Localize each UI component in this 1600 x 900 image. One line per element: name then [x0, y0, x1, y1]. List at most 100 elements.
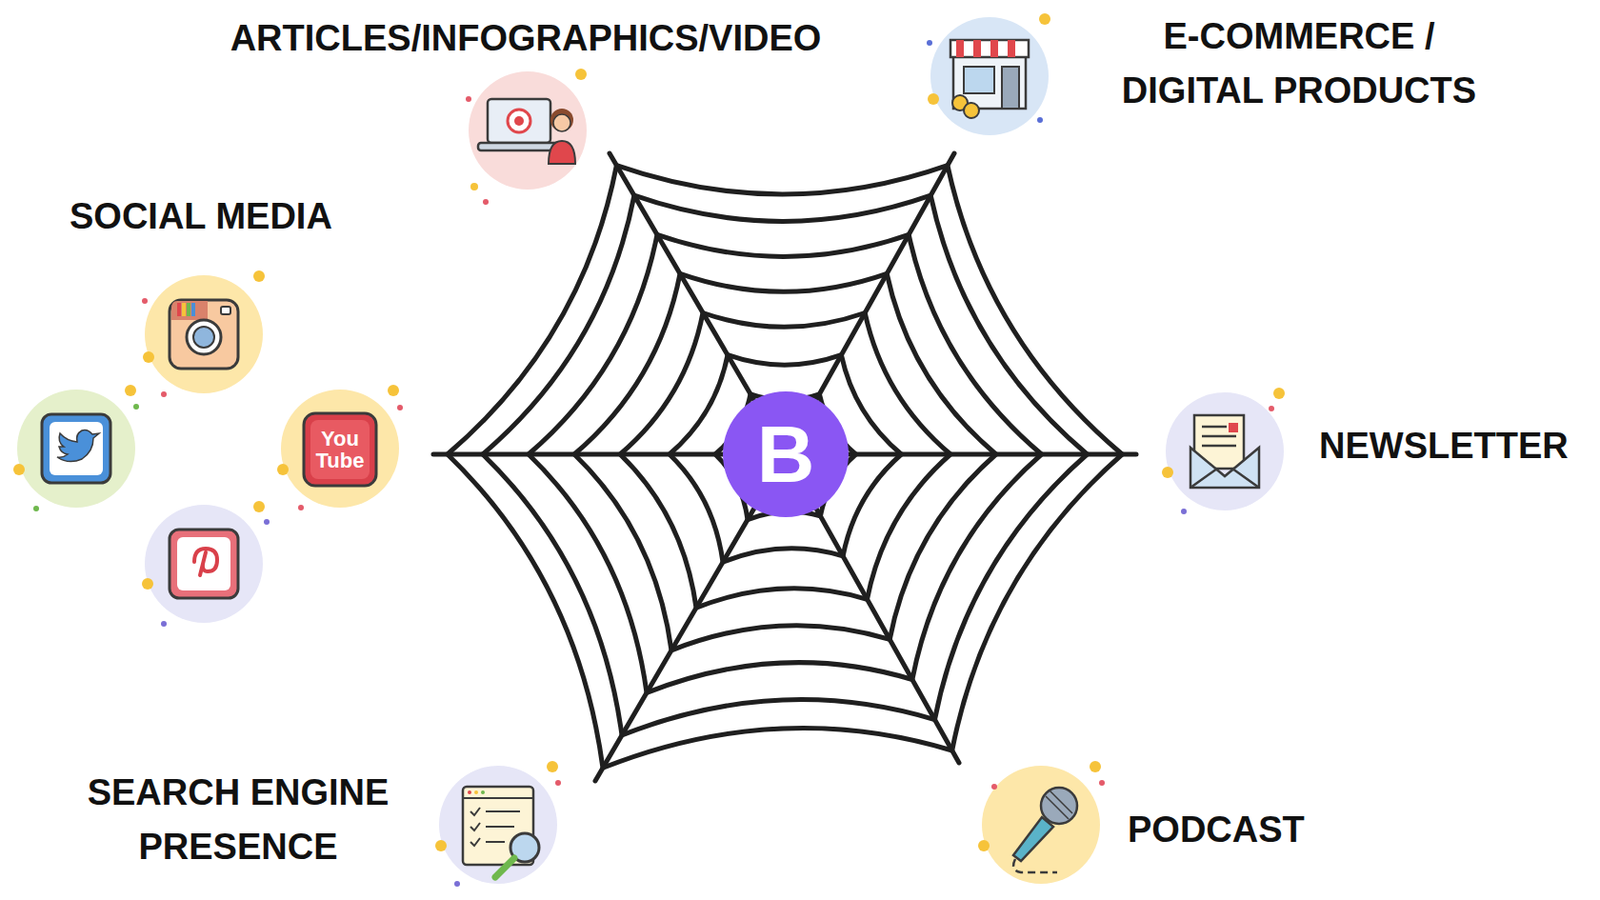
youtube-icon-part	[303, 413, 377, 486]
pinterest-icon-part	[169, 529, 239, 599]
instagram-icon-part	[160, 391, 167, 398]
instagram-icon-part	[253, 270, 265, 282]
twitter-icon	[13, 384, 140, 512]
newsletter-icon-part	[1273, 387, 1285, 400]
instagram-icon-part	[171, 300, 208, 320]
instagram-icon-part	[177, 302, 181, 317]
microphone-icon-part	[991, 783, 998, 790]
twitter-icon-part	[33, 505, 40, 512]
instagram-icon-part	[144, 275, 263, 394]
youtube-icon	[277, 384, 403, 511]
articles-icon-part	[550, 108, 574, 132]
articles-icon-part	[514, 116, 524, 126]
youtube-icon-part	[277, 463, 289, 476]
pinterest-icon-part	[263, 519, 270, 525]
search-icon-part	[435, 840, 447, 852]
category-label: PODCAST	[1127, 802, 1305, 858]
newsletter-icon-part	[1190, 447, 1260, 488]
newsletter-icon-part	[1180, 508, 1187, 515]
search-icon-part	[546, 760, 559, 773]
search-icon-part	[462, 797, 534, 800]
web-ring	[447, 165, 1123, 769]
newsletter-icon	[1161, 387, 1285, 515]
instagram-icon-part	[142, 351, 155, 363]
pinterest-icon-part	[194, 548, 218, 576]
shop-icon	[926, 13, 1051, 136]
articles-icon-part	[548, 140, 576, 164]
instagram-icon-part	[186, 302, 191, 317]
twitter-icon-part	[49, 421, 103, 476]
twitter-icon-part	[41, 414, 111, 483]
shop-icon-part	[1039, 13, 1051, 25]
microphone-icon-part	[981, 765, 1100, 884]
articles-icon	[465, 68, 587, 205]
shop-icon-part	[963, 102, 980, 119]
instagram-icon-part	[186, 320, 221, 355]
search-icon-part	[439, 765, 558, 884]
web-ring	[669, 355, 902, 563]
pinterest-icon-part	[253, 500, 265, 513]
shop-icon-part	[1037, 117, 1043, 123]
shop-icon-part	[927, 93, 940, 105]
brand-circle: B	[722, 391, 849, 518]
search-icon-part	[480, 790, 485, 795]
pinterest-icon-part	[160, 620, 167, 627]
microphone-icon-part	[978, 840, 990, 852]
instagram-icon-part	[169, 300, 239, 369]
shop-icon-part	[930, 17, 1049, 136]
articles-icon-part	[468, 71, 587, 190]
search-icon-part	[495, 858, 515, 878]
shop-icon-part	[1001, 66, 1020, 109]
logo-text: You Tube	[313, 427, 367, 472]
youtube-icon-part	[310, 420, 370, 480]
search-icon-part	[474, 790, 479, 795]
pinterest-icon-part	[144, 504, 263, 623]
search-icon-part	[555, 780, 561, 786]
category-label: ARTICLES/INFOGRAPHICS/VIDEO	[230, 11, 822, 66]
microphone-icon-part	[1099, 780, 1105, 786]
microphone-icon-part	[1013, 859, 1058, 873]
twitter-icon-part	[133, 403, 140, 410]
microphone-icon	[978, 760, 1105, 884]
shop-icon-part	[926, 40, 933, 46]
youtube-icon-part	[397, 404, 403, 411]
articles-icon-part	[507, 109, 531, 133]
instagram-icon-part	[191, 302, 196, 317]
twitter-icon-part	[57, 430, 100, 462]
shop-icon-part	[963, 66, 995, 94]
newsletter-icon-part	[1228, 422, 1239, 433]
youtube-icon-part	[387, 384, 400, 397]
search-icon	[435, 760, 561, 887]
articles-icon-part	[465, 96, 472, 102]
instagram-icon-part	[220, 306, 231, 315]
newsletter-icon-part	[1268, 405, 1275, 412]
youtube-icon-part	[280, 389, 400, 508]
articles-icon-part	[553, 114, 571, 132]
search-icon-part	[454, 880, 460, 887]
pinterest-icon-part	[177, 537, 231, 591]
web-ring	[482, 195, 1088, 736]
articles-icon-part	[478, 142, 560, 151]
twitter-icon-part	[124, 384, 137, 397]
microphone-icon-part	[1089, 760, 1101, 773]
microphone-icon-part	[1040, 787, 1078, 824]
pinterest-icon	[141, 500, 270, 627]
brand-letter: B	[757, 414, 816, 495]
twitter-icon-part	[13, 463, 25, 476]
category-label: SOCIAL MEDIA	[69, 189, 333, 244]
shop-icon-part	[950, 40, 1029, 58]
instagram-icon	[141, 270, 265, 398]
newsletter-icon-part	[1190, 468, 1260, 488]
shop-icon-part	[960, 40, 1012, 58]
category-label: SEARCH ENGINE PRESENCE	[66, 765, 410, 875]
search-icon-part	[467, 790, 472, 795]
web-ring	[620, 313, 951, 609]
pinterest-icon-part	[141, 578, 154, 590]
newsletter-icon-part	[1161, 466, 1174, 479]
twitter-icon-part	[17, 389, 136, 508]
instagram-icon-part	[181, 302, 186, 317]
web-ring	[574, 273, 997, 650]
instagram-icon-part	[193, 326, 215, 348]
spider-web	[433, 153, 1137, 781]
instagram-icon-part	[141, 298, 148, 304]
